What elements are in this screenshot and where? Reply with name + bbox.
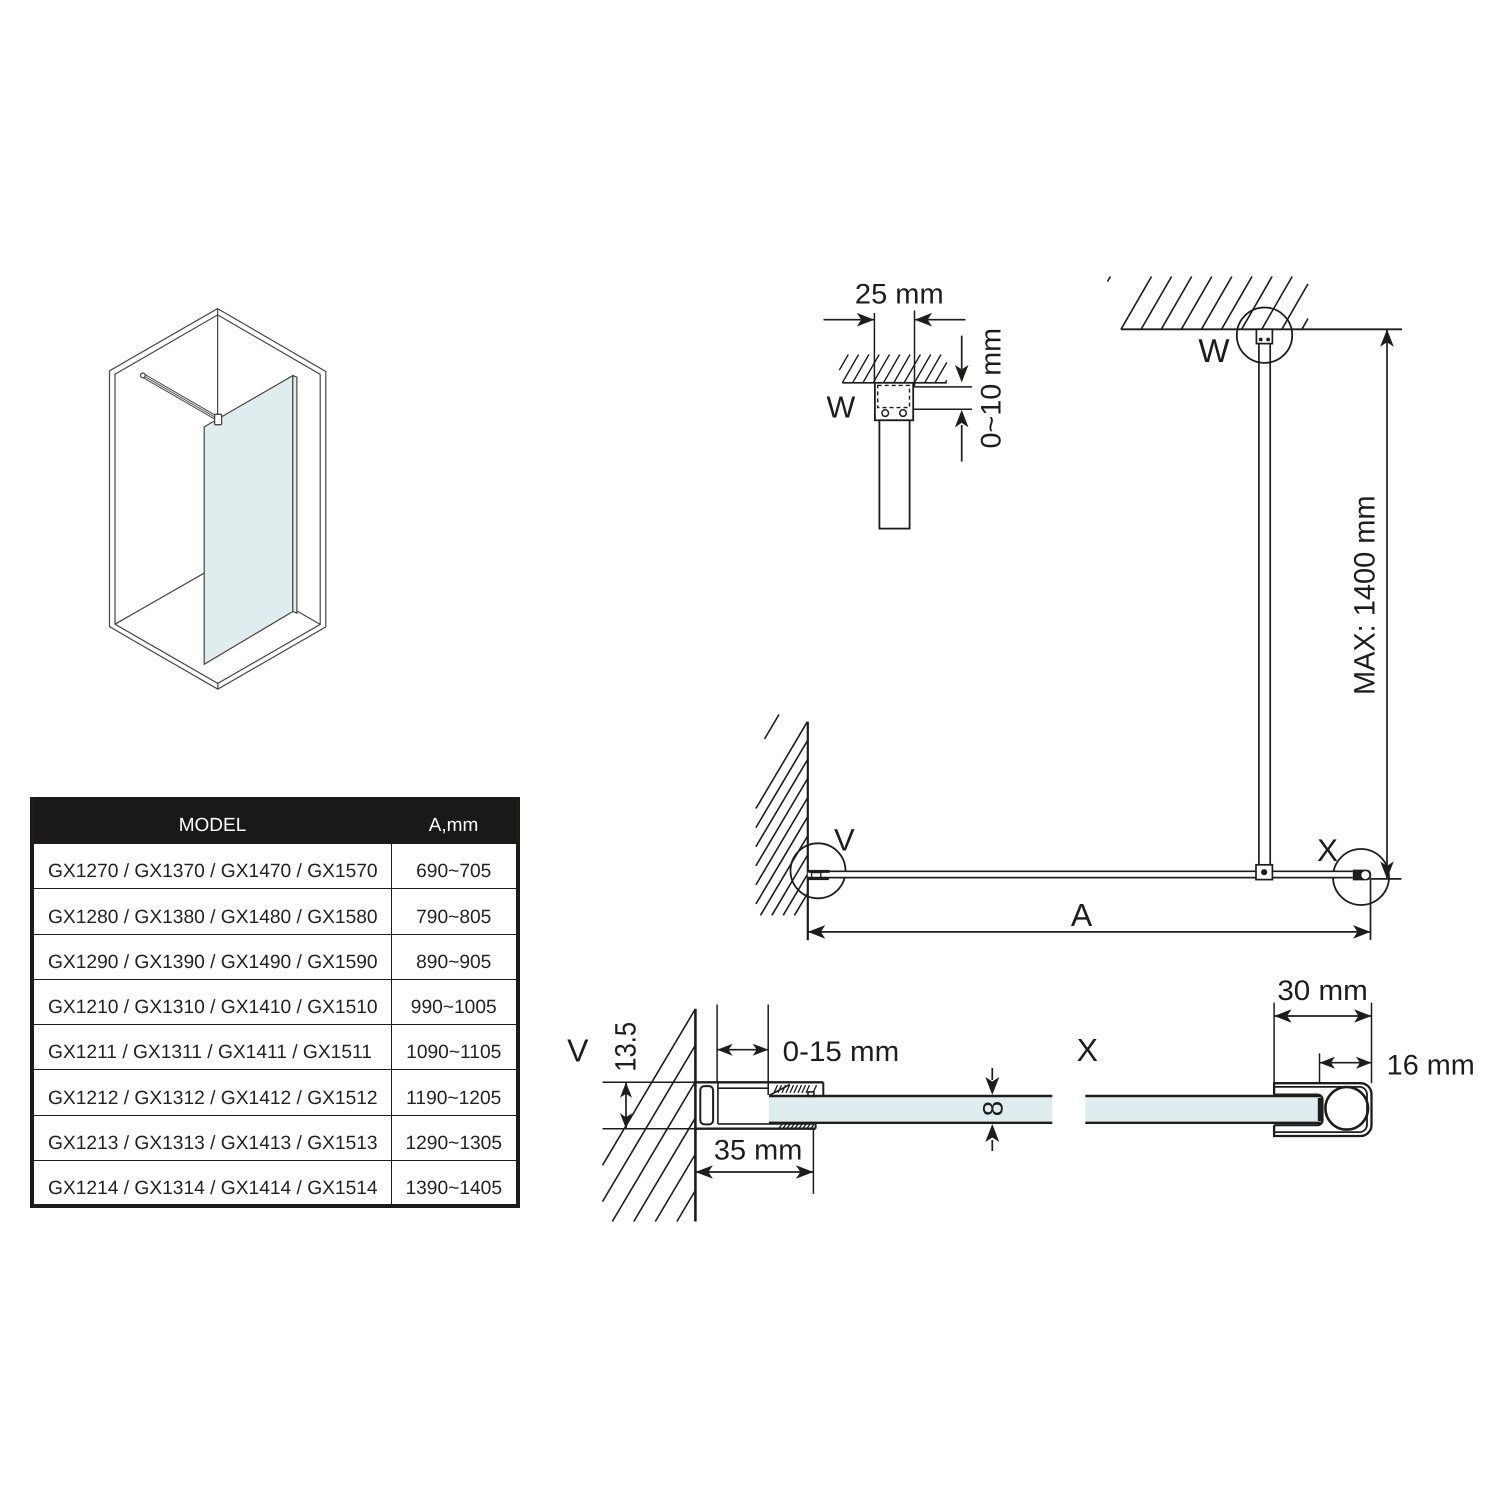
svg-text:V: V [834, 822, 855, 857]
svg-text:X: X [1077, 1032, 1098, 1068]
svg-text:8: 8 [977, 1101, 1008, 1117]
svg-text:V: V [567, 1032, 589, 1068]
svg-text:0-15 mm: 0-15 mm [783, 1035, 900, 1067]
svg-text:30 mm: 30 mm [1277, 974, 1368, 1006]
svg-text:35 mm: 35 mm [714, 1134, 802, 1166]
svg-text:W: W [827, 390, 856, 424]
svg-text:W: W [1198, 332, 1230, 369]
svg-text:MAX: 1400 mm: MAX: 1400 mm [1349, 496, 1382, 696]
svg-text:0~10 mm: 0~10 mm [975, 328, 1007, 449]
svg-text:16 mm: 16 mm [1387, 1048, 1475, 1080]
svg-text:X: X [1317, 832, 1338, 868]
svg-text:13.5: 13.5 [609, 1022, 642, 1072]
svg-text:25 mm: 25 mm [855, 278, 944, 310]
svg-text:A: A [1071, 897, 1093, 933]
